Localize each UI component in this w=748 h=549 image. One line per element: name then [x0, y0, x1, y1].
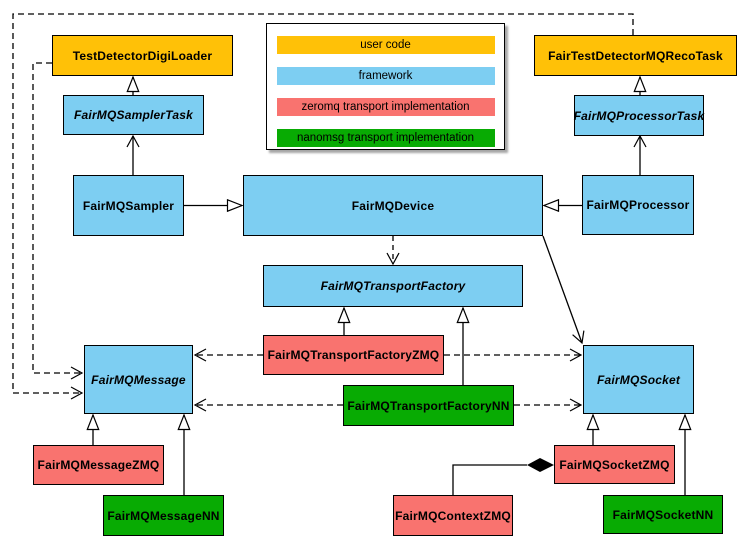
node-fairmqprocessor: FairMQProcessor — [582, 175, 694, 235]
node-fairmqcontextzmq: FairMQContextZMQ — [393, 495, 513, 536]
node-fairmqmessage: FairMQMessage — [84, 345, 193, 414]
legend-item-zeromq: zeromq transport implementation — [276, 98, 495, 116]
node-testdetectordigiloader: TestDetectorDigiLoader — [52, 35, 233, 76]
node-fairmqdevice: FairMQDevice — [243, 175, 543, 236]
node-fairmqtransportfactorynn: FairMQTransportFactoryNN — [343, 385, 514, 426]
edge-device-uses-socket — [542, 235, 585, 345]
node-fairmqmessagenn: FairMQMessageNN — [103, 495, 224, 536]
node-fairmqprocessortask: FairMQProcessorTask — [574, 95, 704, 136]
node-fairmqsampler: FairMQSampler — [73, 175, 184, 236]
node-fairmqtransportfactoryzmq: FairMQTransportFactoryZMQ — [263, 335, 444, 375]
node-fairmqsocket: FairMQSocket — [583, 345, 694, 414]
node-fairmqtransportfactory: FairMQTransportFactory — [263, 265, 523, 307]
legend-box: user code framework zeromq transport imp… — [266, 23, 505, 150]
node-fairmqsamplertask: FairMQSamplerTask — [63, 95, 204, 135]
legend-item-framework: framework — [276, 67, 495, 85]
composition-diamond-icon — [527, 458, 554, 472]
node-fairmqmessagezmq: FairMQMessageZMQ — [33, 445, 164, 485]
legend-item-user-code: user code — [276, 36, 495, 54]
edge-digiloader-depends-message — [32, 62, 84, 380]
edge-socketzmq-owns-contextzmq — [452, 464, 527, 495]
node-fairmqsocketnn: FairMQSocketNN — [603, 495, 723, 534]
legend-item-nanomsg: nanomsg transport implementation — [276, 129, 495, 147]
node-fairmqsocketzmq: FairMQSocketZMQ — [554, 445, 675, 484]
node-fairtestdetectormqrecotask: FairTestDetectorMQRecoTask — [534, 35, 737, 76]
edge-recotask-depends-message — [12, 13, 634, 400]
